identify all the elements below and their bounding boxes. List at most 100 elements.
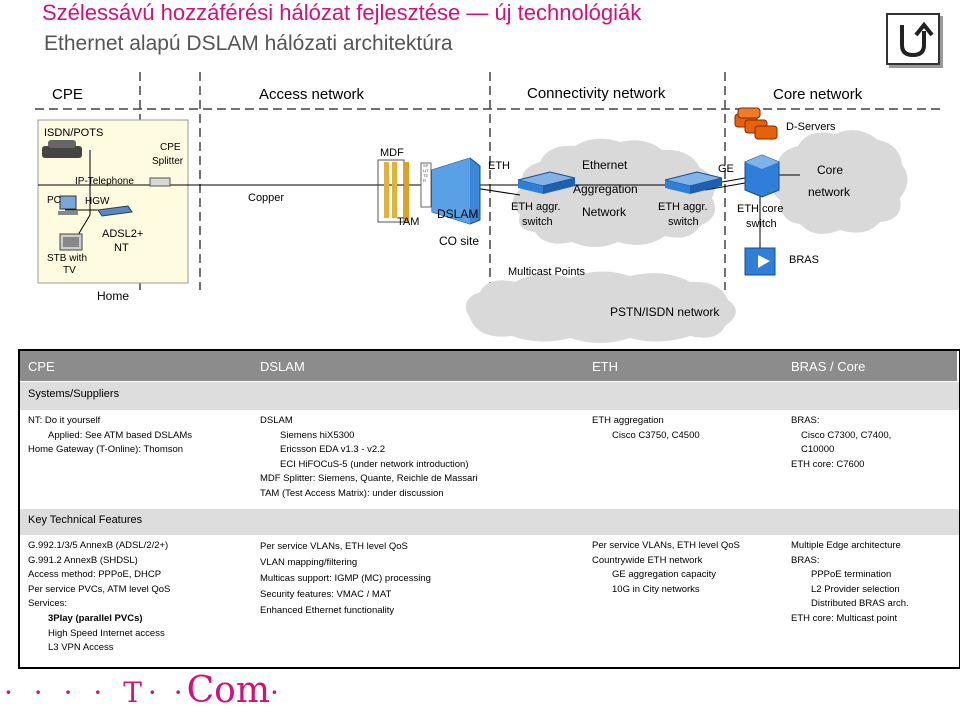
eth-aggr-switch-1-label-b: switch [522, 216, 553, 228]
t-com-logo: · · · · T· ·Com· [4, 670, 279, 714]
cell-line: DSLAM [260, 415, 293, 426]
dslam-label: DSLAM [437, 207, 479, 221]
section-key-technical-features: Key Technical Features [28, 514, 143, 526]
pc-icon [58, 195, 78, 215]
systems-suppliers-band [20, 382, 959, 410]
isdn-pots-label: ISDN/POTS [44, 127, 104, 139]
logo-dots-right: · [269, 676, 279, 709]
cell-line: Per service PVCs, ATM level QoS [28, 583, 171, 595]
eth-label: ETH [488, 160, 510, 172]
cpe-splitter-label-2: Splitter [152, 156, 184, 167]
core-network-label-2: network [808, 185, 851, 199]
bras-router-icon [744, 247, 776, 276]
ethernet-network-label-1: Ethernet [582, 158, 628, 172]
cell-line: Multicas support: IGMP (MC) processing [260, 573, 431, 584]
pc-label: PC [47, 195, 61, 206]
core-network-label-1: Core [817, 163, 844, 177]
network-diagram [35, 72, 940, 343]
d-servers-icon [734, 107, 778, 140]
eth-aggr-switch-2-icon [664, 171, 723, 194]
section-systems-suppliers: Systems/Suppliers [28, 388, 120, 400]
cell-line: Distributed BRAS arch. [811, 598, 909, 610]
isdn-telephone-icon [42, 140, 82, 158]
cell-line: GE aggregation capacity [612, 569, 717, 581]
pstn-isdn-network-label: PSTN/ISDN network [610, 305, 720, 319]
systems-features-table [18, 349, 960, 669]
cell-line: PPPoE termination [811, 569, 892, 581]
cell-line: Per service VLANs, ETH level QoS [592, 540, 740, 551]
u-turn-back-icon [900, 21, 934, 58]
cell-line: Home Gateway (T-Online): Thomson [28, 444, 184, 456]
cell-line: Ericsson EDA v1.3 - v2.2 [280, 444, 386, 456]
home-label: Home [97, 289, 130, 303]
stb-label-2: TV [63, 265, 76, 276]
cell-line: Multiple Edge architecture [791, 540, 901, 551]
tam-label: TAM [397, 216, 420, 228]
segment-core-network: Core network [773, 86, 863, 103]
cell-line: ETH core: Multicast point [791, 612, 898, 624]
table-header-row [20, 351, 957, 381]
adsl-nt-label-2: NT [114, 242, 129, 254]
cell-line: NT: Do it yourself [28, 415, 101, 426]
logo-wordmark: Com [186, 670, 270, 711]
stb-tv-icon [59, 233, 83, 251]
hgw-label: HGW [85, 196, 110, 207]
adsl-nt-label-1: ADSL2+ [102, 228, 144, 240]
column-header-bras-core: BRAS / Core [791, 359, 866, 374]
cell-line: VLAN mapping/filtering [260, 557, 358, 568]
key-features-band [20, 509, 959, 535]
cell-line: BRAS: [791, 415, 820, 426]
cell-line: Access method: PPPoE, DHCP [28, 569, 162, 581]
cell-line: G.991.2 AnnexB (SHDSL) [28, 554, 138, 566]
cell-line: ETH aggregation [592, 415, 664, 426]
eth-aggr-switch-1-icon [517, 171, 576, 194]
cell-line: G.992.1/3/5 AnnexB (ADSL/2/2+) [28, 540, 169, 551]
cell-line: 3Play (parallel PVCs) [48, 612, 143, 624]
features-bras-cell: Multiple Edge architecture BRAS: PPPoE t… [791, 539, 909, 627]
copper-label: Copper [248, 192, 285, 204]
cell-line: ETH core: C7600 [791, 458, 865, 470]
eth-aggr-switch-2-label-b: switch [668, 216, 699, 228]
back-button[interactable] [886, 13, 940, 65]
cpe-splitter-label-1: CPE [160, 142, 181, 153]
bras-label: BRAS [789, 254, 819, 266]
cell-line: MDF Splitter: Siemens, Quante, Reichle d… [260, 473, 478, 485]
features-cpe-cell: G.992.1/3/5 AnnexB (ADSL/2/2+) G.991.2 A… [28, 539, 170, 656]
cell-line: Cisco C7300, C7400, [801, 429, 892, 441]
features-dslam-cell: Per service VLANs, ETH level QoS VLAN ma… [260, 539, 431, 619]
eth-core-switch-label-2: switch [746, 218, 777, 230]
cell-line: High Speed Internet access [48, 627, 165, 639]
logo-dots-left: · · · · T [4, 676, 148, 709]
cell-line: Cisco C3750, C4500 [612, 429, 700, 441]
cell-line: 10G in City networks [612, 583, 700, 595]
systems-bras-cell: BRAS: Cisco C7300, C7400, C10000 ETH cor… [791, 414, 891, 472]
cell-line: BRAS: [791, 554, 820, 566]
segment-connectivity-network: Connectivity network [527, 85, 666, 102]
cell-line: Applied: See ATM based DSLAMs [48, 429, 192, 441]
cell-line: TAM (Test Access Matrix): under discussi… [260, 487, 444, 499]
cell-line: Security features: VMAC / MAT [260, 589, 392, 600]
cell-line: Enhanced Ethernet functionality [260, 605, 395, 616]
ip-telephone-label: IP-Telephone [75, 176, 134, 187]
eth-aggr-switch-2-label-a: ETH aggr. [658, 201, 708, 213]
column-header-cpe: CPE [28, 359, 55, 374]
co-site-label: CO site [439, 234, 480, 248]
cell-line: Per service VLANs, ETH level QoS [260, 541, 408, 552]
page-title: Szélessávú hozzáférési hálózat fejleszté… [42, 0, 642, 25]
cell-line: L2 Provider selection [811, 583, 900, 595]
cell-line: L3 VPN Access [48, 642, 114, 654]
cell-line: Siemens hiX5300 [280, 429, 355, 441]
systems-cpe-cell: NT: Do it yourself Applied: See ATM base… [28, 414, 192, 458]
eth-core-switch-icon [744, 154, 780, 198]
splitter-rack-icon [420, 162, 432, 208]
stb-label-1: STB with [47, 253, 88, 264]
cpe-splitter-icon [149, 177, 171, 187]
cell-line: C10000 [801, 444, 835, 456]
page-subtitle: Ethernet alapú DSLAM hálózati architektú… [44, 32, 453, 55]
hgw-router-icon [97, 205, 133, 217]
column-header-dslam: DSLAM [260, 359, 305, 374]
segment-access-network: Access network [259, 86, 365, 103]
systems-eth-cell: ETH aggregation Cisco C3750, C4500 [592, 414, 700, 443]
column-header-eth: ETH [592, 359, 618, 374]
logo-dots-mid: · · [147, 676, 187, 709]
